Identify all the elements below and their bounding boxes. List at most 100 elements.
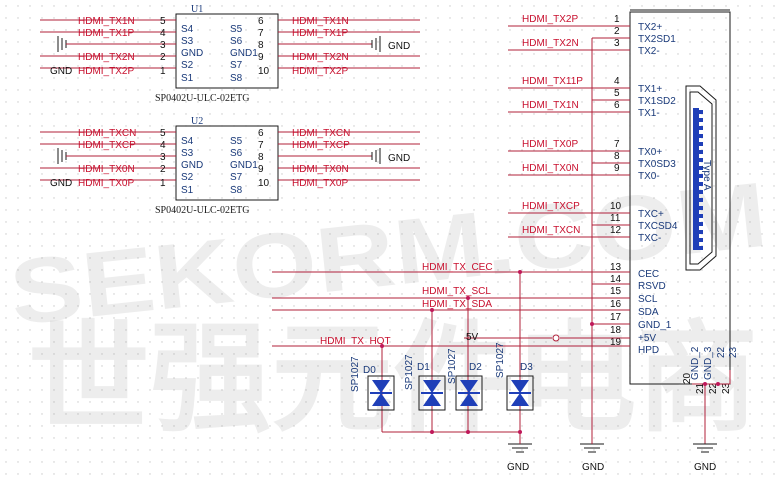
connector-pin-name: TXCSD4 bbox=[638, 221, 678, 232]
connector-pin-name: TX0- bbox=[638, 171, 660, 182]
hdmi-connector[interactable]: Type A TX2+ TX2SD1 TX2- TX1+ TX1SD2 TX1-… bbox=[610, 9, 739, 394]
connector-pin-name: TXC+ bbox=[638, 209, 664, 220]
ic-u1[interactable]: U1 SP0402U-ULC-02ETG GND HDMI_TX1N HDMI_… bbox=[40, 4, 420, 104]
ground-symbol-connector-bottom: GND bbox=[692, 370, 731, 473]
ic-u1-pin-number: 5 bbox=[160, 16, 166, 27]
ic-u2-pin-name: S3 bbox=[181, 148, 194, 159]
ic-u2-pin-number: 9 bbox=[258, 164, 264, 175]
connector-pin-number: 13 bbox=[610, 262, 622, 273]
ic-u2-pin-number: 2 bbox=[160, 164, 166, 175]
connector-pin-name: TX2- bbox=[638, 46, 660, 57]
connector-pin-name: TX1- bbox=[638, 108, 660, 119]
connector-pin-number: 20 bbox=[682, 372, 693, 384]
connector-pin-name: TX1+ bbox=[638, 84, 662, 95]
ground-label: GND bbox=[694, 462, 716, 473]
ic-u2-right-net: HDMI_TXCN bbox=[292, 128, 350, 139]
ic-u2-pin-number: 4 bbox=[160, 140, 166, 151]
connector-pin-number: 5 bbox=[614, 88, 620, 99]
control-net-label: HDMI_TX_SDA bbox=[422, 299, 492, 310]
ic-u1-left-ground-icon bbox=[57, 36, 70, 52]
ic-u2-pin-name: GND bbox=[181, 160, 203, 171]
connector-pin-number: 22 bbox=[708, 382, 719, 394]
ic-u2-pin-name: S5 bbox=[230, 136, 243, 147]
ic-u1-pin-name: S8 bbox=[230, 73, 243, 84]
watermark-text-cjk: 世强元件电商 bbox=[28, 312, 758, 446]
connector-pin-number: 23 bbox=[721, 382, 732, 394]
tvs-diode-d1[interactable]: D1 SP1027 bbox=[404, 354, 446, 411]
diode-part-number: SP1027 bbox=[447, 348, 458, 384]
ic-u1-right-net: HDMI_TX2P bbox=[292, 66, 348, 77]
ic-u1-pin-name: S2 bbox=[181, 60, 194, 71]
diode-refdes: D0 bbox=[363, 365, 376, 376]
ic-u2-pin-number: 10 bbox=[258, 178, 270, 189]
ic-u2-left-net: HDMI_TX0N bbox=[78, 164, 135, 175]
connector-pin-number: 15 bbox=[610, 286, 622, 297]
connector-pin-number: 4 bbox=[614, 76, 620, 87]
ic-u2-part-number: SP0402U-ULC-02ETG bbox=[155, 205, 249, 216]
ground-symbol-connector-shield: GND bbox=[580, 440, 604, 473]
ic-u2-body bbox=[175, 125, 279, 201]
ic-u2-left-ground-icon bbox=[57, 148, 70, 164]
connector-net-labels: HDMI_TX2P HDMI_TX2N HDMI_TX11P HDMI_TX1N… bbox=[522, 14, 583, 236]
ic-u1-left-net: HDMI_TX2P bbox=[78, 66, 134, 77]
ic-u1-pin-name: S3 bbox=[181, 36, 194, 47]
connector-pin-number: 18 bbox=[610, 325, 622, 336]
ground-symbol-diodes: GND bbox=[507, 440, 532, 473]
ic-u1-pin-number: 4 bbox=[160, 28, 166, 39]
connector-pin-name: GND_1 bbox=[638, 320, 672, 331]
ic-u1-pin-name: S5 bbox=[230, 24, 243, 35]
connector-pin-number: 21 bbox=[695, 382, 706, 394]
connector-net-label: HDMI_TX11P bbox=[522, 76, 583, 87]
ic-u1-pin-name: S4 bbox=[181, 24, 194, 35]
connector-pin-number: 2 bbox=[614, 26, 620, 37]
ic-u1-pin-number: 1 bbox=[160, 66, 166, 77]
ic-u2-pin-name: GND1 bbox=[230, 160, 258, 171]
connector-net-label: HDMI_TX2P bbox=[522, 14, 578, 25]
diode-part-number: SP1027 bbox=[495, 342, 506, 378]
ic-u2-pin-number: 7 bbox=[258, 140, 264, 151]
connector-pin-name: TX2+ bbox=[638, 22, 662, 33]
connector-pin-number: 19 bbox=[610, 337, 622, 348]
tvs-diode-d2[interactable]: D2 SP1027 bbox=[447, 348, 483, 411]
ic-u1-pin-number: 10 bbox=[258, 66, 270, 77]
hdmi-connector-body bbox=[629, 11, 731, 385]
ic-u1-pin-number: 2 bbox=[160, 52, 166, 63]
connector-pin-name: 22 bbox=[716, 346, 727, 358]
connector-net-label: HDMI_TX2N bbox=[522, 38, 579, 49]
ic-u1-pin-name: GND bbox=[181, 48, 203, 59]
connector-pin-number: 10 bbox=[610, 201, 622, 212]
ic-u2-pin-number: 6 bbox=[258, 128, 264, 139]
connector-pin-number: 16 bbox=[610, 299, 622, 310]
connector-net-label: HDMI_TX0P bbox=[522, 139, 578, 150]
ic-u2-left-net: HDMI_TXCP bbox=[78, 140, 136, 151]
connector-pin-name: TXC- bbox=[638, 233, 661, 244]
diode-refdes: D3 bbox=[520, 362, 533, 373]
connector-pin-name: TX0SD3 bbox=[638, 159, 676, 170]
connector-pin-number: 1 bbox=[614, 14, 620, 25]
ic-u2-pin-number: 8 bbox=[258, 152, 264, 163]
connector-pin-number: 14 bbox=[610, 274, 622, 285]
connector-pin-number: 6 bbox=[614, 100, 620, 111]
ic-u1-right-net: HDMI_TX1P bbox=[292, 28, 348, 39]
ic-u2-left-gnd-label: GND bbox=[50, 178, 72, 189]
tvs-diode-d0[interactable]: D0 SP1027 bbox=[350, 356, 395, 411]
ic-u2-right-net: HDMI_TX0P bbox=[292, 178, 348, 189]
ic-u2-pin-number: 5 bbox=[160, 128, 166, 139]
ic-u2-pin-name: S7 bbox=[230, 172, 243, 183]
tvs-diode-d3[interactable]: D3 SP1027 bbox=[495, 342, 534, 411]
connector-pin-name: CEC bbox=[638, 269, 659, 280]
ic-u1-right-gnd-label: GND bbox=[388, 41, 410, 52]
ic-u1-right-ground-icon bbox=[371, 36, 381, 52]
ic-u2-right-net: HDMI_TX0N bbox=[292, 164, 349, 175]
ic-u2-refdes: U2 bbox=[191, 116, 203, 127]
connector-pin-name: +5V bbox=[638, 333, 656, 344]
ic-u2-pin-name: S2 bbox=[181, 172, 194, 183]
ic-u2-left-net: HDMI_TXCN bbox=[78, 128, 136, 139]
connector-signal-wires bbox=[508, 25, 630, 440]
diode-part-number: SP1027 bbox=[350, 356, 361, 392]
connector-pin-number: 11 bbox=[610, 213, 621, 224]
control-net-labels: HDMI_TX_CEC HDMI_TX_SCL HDMI_TX_SDA HDMI… bbox=[320, 262, 493, 347]
ic-u2[interactable]: U2 SP0402U-ULC-02ETG GND HDMI_TXCN HDMI_… bbox=[40, 116, 420, 216]
ic-u2-pin-name: S1 bbox=[181, 185, 194, 196]
